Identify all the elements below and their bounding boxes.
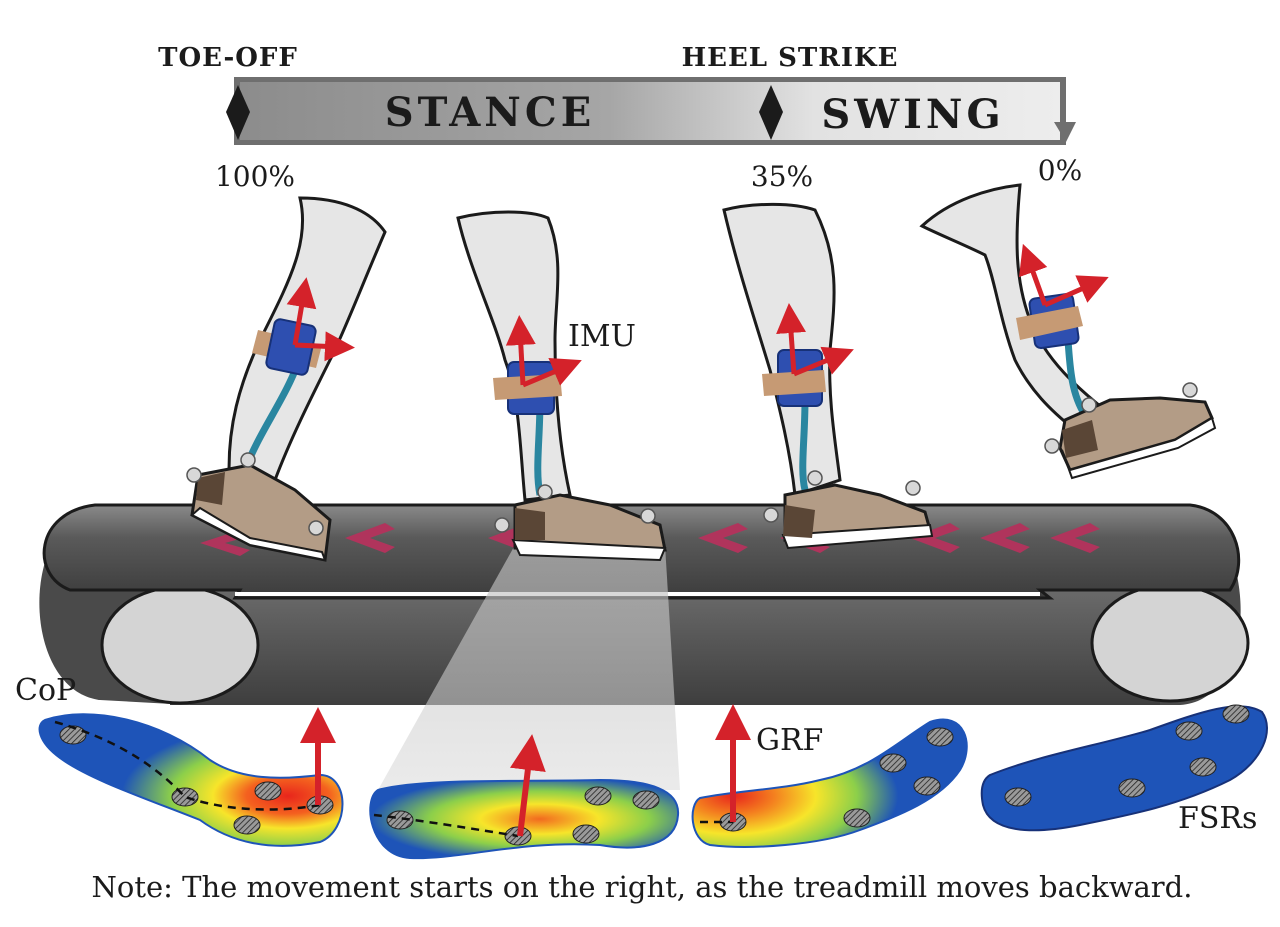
imu-axis-arrow <box>1018 243 1048 306</box>
swing-label: SWING <box>821 91 1004 138</box>
phase-bar-fill <box>240 82 1060 140</box>
fsr-sensor <box>1004 787 1032 807</box>
fsr-sensor <box>632 790 660 810</box>
percent-100-label: 100% <box>215 160 295 193</box>
marker-dot <box>640 508 656 524</box>
marker-dot <box>537 484 553 500</box>
imu-label: IMU <box>568 319 636 354</box>
insole-swing <box>980 704 1268 832</box>
percent-35-label: 35% <box>751 160 813 193</box>
shin-shape <box>456 210 572 502</box>
fsr-sensor <box>843 808 871 828</box>
fsr-sensor <box>254 781 282 801</box>
leg-toe-off <box>186 196 387 562</box>
imu-strap <box>1016 306 1083 340</box>
leg-swing <box>919 183 1217 480</box>
gait-phase-bar: TOE-OFF HEEL STRIKE STANCE SWING 100% 35… <box>158 43 1082 193</box>
imu-axis-arrow <box>286 277 317 346</box>
shoe-sole <box>1061 416 1217 480</box>
toe-off-label: TOE-OFF <box>158 43 298 73</box>
marker-dot <box>1081 397 1097 413</box>
toe-off-marker <box>226 85 250 140</box>
marker-dot <box>186 467 202 483</box>
marker-dot <box>240 452 256 468</box>
imu-axis-arrow <box>294 331 355 362</box>
imu-axis-arrow <box>793 346 854 377</box>
chevron-icon <box>345 523 395 553</box>
fsr-sensor <box>233 815 261 835</box>
shoe-heel-patch <box>515 508 545 540</box>
footnote: Note: The movement starts on the right, … <box>92 870 1193 904</box>
fsr-sensor <box>1222 704 1250 724</box>
imu-axis-arrow <box>522 358 582 388</box>
imu-sensor <box>265 318 317 376</box>
shoe-heel-patch <box>196 472 225 505</box>
grf-arrow <box>509 734 546 837</box>
shoe-sole <box>781 523 934 550</box>
pressure-insoles <box>38 704 1268 860</box>
shoe <box>513 493 667 552</box>
fsrs-label: FSRs <box>1178 801 1257 836</box>
insole-toe-off <box>38 707 344 847</box>
imu-cable <box>799 399 809 491</box>
pressure-map <box>691 718 968 848</box>
marker-dot <box>494 517 510 533</box>
imu-strap <box>493 374 562 400</box>
imu-axis-arrow <box>505 315 536 386</box>
chevron-icon <box>980 523 1030 553</box>
marker-dot <box>763 507 779 523</box>
cop-label: CoP <box>15 673 76 708</box>
left-roller <box>100 585 260 705</box>
projection-beam <box>378 545 680 790</box>
chevron-icon <box>1050 523 1100 553</box>
heel-strike-label: HEEL STRIKE <box>682 43 899 73</box>
pressure-map <box>38 713 344 847</box>
marker-dot <box>308 520 324 536</box>
fsr-sensor <box>879 753 907 773</box>
fsr-sensor <box>386 810 414 830</box>
fsr-sensor <box>1118 778 1146 798</box>
shoe-sole <box>511 538 667 562</box>
fsr-sensor <box>913 776 941 796</box>
cop-trajectory <box>373 813 519 838</box>
marker-dot <box>1182 382 1198 398</box>
marker-dot <box>1044 438 1060 454</box>
imu-strap <box>762 370 826 396</box>
leg-mid-stance <box>456 210 667 562</box>
imu-axis-arrow <box>1043 275 1109 308</box>
marker-dot <box>905 480 921 496</box>
phase-bar-arrowhead <box>1054 122 1076 142</box>
fsr-sensor <box>584 786 612 806</box>
shoe-heel-patch <box>1062 420 1098 458</box>
fsr-sensor <box>59 725 87 745</box>
chevron-icon <box>910 523 960 553</box>
stance-label: STANCE <box>385 89 595 136</box>
fsr-sensor <box>171 787 199 807</box>
imu-axis-arrow <box>776 303 807 375</box>
leg-heel-strike <box>722 202 934 550</box>
chevron-icon <box>698 523 748 553</box>
fsr-sensor <box>926 727 954 747</box>
fsr-sensor <box>1189 757 1217 777</box>
insole-heel-strike <box>691 704 968 848</box>
shoe-sole <box>190 506 327 562</box>
grf-label: GRF <box>756 723 823 758</box>
imu-cable <box>1064 339 1088 417</box>
marker-dot <box>807 470 823 486</box>
fsr-sensor <box>1175 721 1203 741</box>
fsr-sensor <box>572 824 600 844</box>
right-roller <box>1090 583 1250 703</box>
heel-strike-marker <box>759 85 783 140</box>
percent-0-label: 0% <box>1038 154 1082 187</box>
shoe-heel-patch <box>783 505 815 538</box>
insole-mid-stance <box>369 734 680 860</box>
